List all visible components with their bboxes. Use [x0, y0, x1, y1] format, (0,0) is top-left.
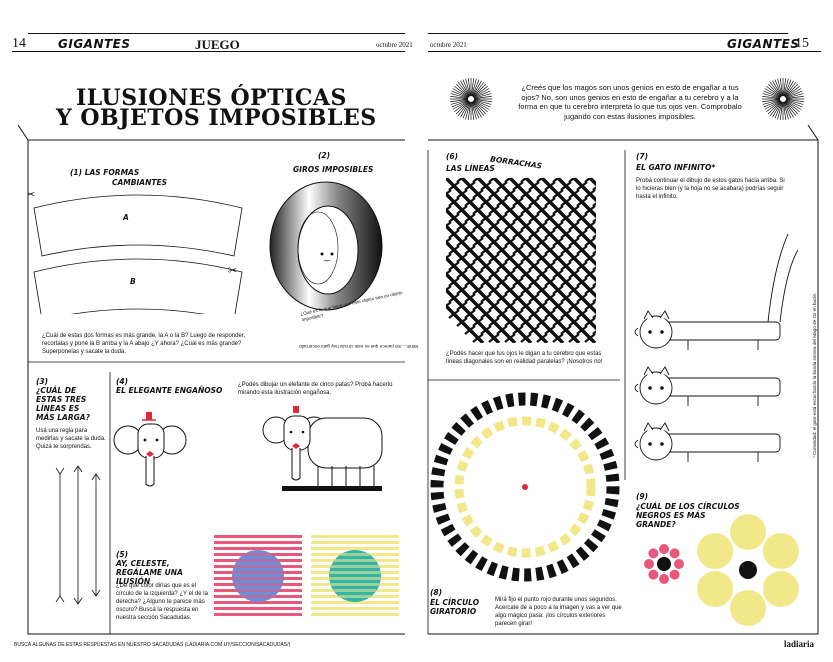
intro-text: ¿Creés que los magos son unos genios en …	[518, 83, 742, 121]
starburst-right-icon	[762, 78, 804, 120]
s7-title: EL GATO INFINITO*	[636, 163, 716, 172]
s6-number: (6)	[446, 152, 459, 161]
date-right: octubre 2021	[430, 41, 467, 49]
s7-text: Probá continuar el dibujo de estos gatos…	[636, 178, 785, 200]
s1-title-b: CAMBIANTES	[112, 178, 168, 187]
shape-b	[33, 258, 243, 314]
date-left: octubre 2021	[376, 41, 413, 49]
s4-number: (4)	[116, 377, 129, 386]
infinite-cat	[634, 233, 798, 462]
s2-title: GIROS IMPOSIBLES	[293, 165, 374, 174]
section-title: JUEGO	[195, 37, 240, 52]
scissors-icon-a: ✂	[28, 188, 35, 201]
s4-title: EL ELEGANTE ENGAÑOSO	[116, 386, 223, 395]
red-dot	[522, 484, 528, 490]
s6-title-a: LAS LÍNEAS	[446, 164, 495, 173]
gigantes-logo-right: GIGANTES	[727, 37, 800, 51]
page-title-line1: ILUSIONES ÓPTICAS	[76, 85, 347, 111]
s8-title: EL CÍRCULO GIRATORIO	[430, 598, 480, 616]
impossible-ring	[269, 181, 383, 311]
s1-text: ¿Cuál de estas dos formas es más grande,…	[42, 333, 246, 355]
s8-number: (8)	[430, 588, 443, 597]
zollner-illusion	[446, 178, 596, 343]
s1-title-a: LAS FORMAS	[84, 168, 140, 177]
page-number-left: 14	[12, 36, 26, 51]
s9-title: ¿CUÁL DE LOS CÍRCULOS NEGROS ES MÁS GRAN…	[636, 502, 740, 529]
s5-title: AY, CELESTE, REGÁLAME UNA ILUSIÓN	[116, 559, 183, 586]
shape-a-label: A	[123, 213, 129, 222]
footer-text: BUSCÁ ALGUNAS DE ESTAS RESPUESTAS EN NUE…	[14, 642, 291, 648]
elephant-head-illustration	[113, 412, 187, 487]
munker-illusion-yellow	[311, 535, 399, 616]
s7-note: * Curiosidad: el gato está escuchando la…	[812, 292, 817, 458]
s4-text: ¿Podés dibujar un elefante de cinco pata…	[238, 382, 393, 396]
s3-number: (3)	[36, 377, 49, 386]
s2-answer: Mmm... me parece que es este círculo hay…	[299, 344, 418, 349]
gigantes-logo-left: GIGANTES	[58, 37, 131, 51]
s1-number: (1)	[70, 168, 83, 177]
munker-illusion-pink	[214, 535, 302, 616]
page-title-line2: Y OBJETOS IMPOSIBLES	[56, 105, 377, 131]
scissors-icon-b: ✂	[228, 264, 237, 277]
s1-heading: (1) LAS FORMAS	[70, 168, 139, 177]
s8-text: Mirá fijo el punto rojo durante unos seg…	[495, 597, 622, 627]
s2-number: (2)	[318, 151, 331, 160]
s3-title: ¿CUÁL DE ESTAS TRES LÍNEAS ES MÁS LARGA?	[36, 386, 90, 422]
s9-number: (9)	[636, 492, 649, 501]
header-rule-left	[28, 33, 405, 34]
rotating-circle	[430, 392, 620, 582]
starburst-left-icon	[450, 78, 492, 120]
five-legged-elephant	[262, 406, 383, 491]
s5-number: (5)	[116, 550, 129, 559]
s1-shapes: ✂ ✂	[28, 188, 243, 314]
three-lines	[55, 465, 101, 605]
shape-b-label: B	[130, 277, 136, 286]
s3-text: Usá una regla para medirlas y sacate la …	[36, 428, 106, 450]
s5-text: ¿De qué color dirías que es el círculo d…	[116, 583, 208, 621]
s7-number: (7)	[636, 152, 649, 161]
header-rule-right	[428, 33, 788, 34]
shape-a	[33, 194, 243, 257]
footer-brand: ladiaria	[784, 639, 815, 649]
ebbinghaus-illusion	[644, 514, 799, 626]
header-rule-left-bottom	[12, 51, 405, 52]
s6-text: ¿Podés hacer que tus ojos le digan a tu …	[446, 351, 603, 365]
header-rule-right-bottom	[428, 51, 821, 52]
page-number-right: 15	[795, 36, 809, 51]
